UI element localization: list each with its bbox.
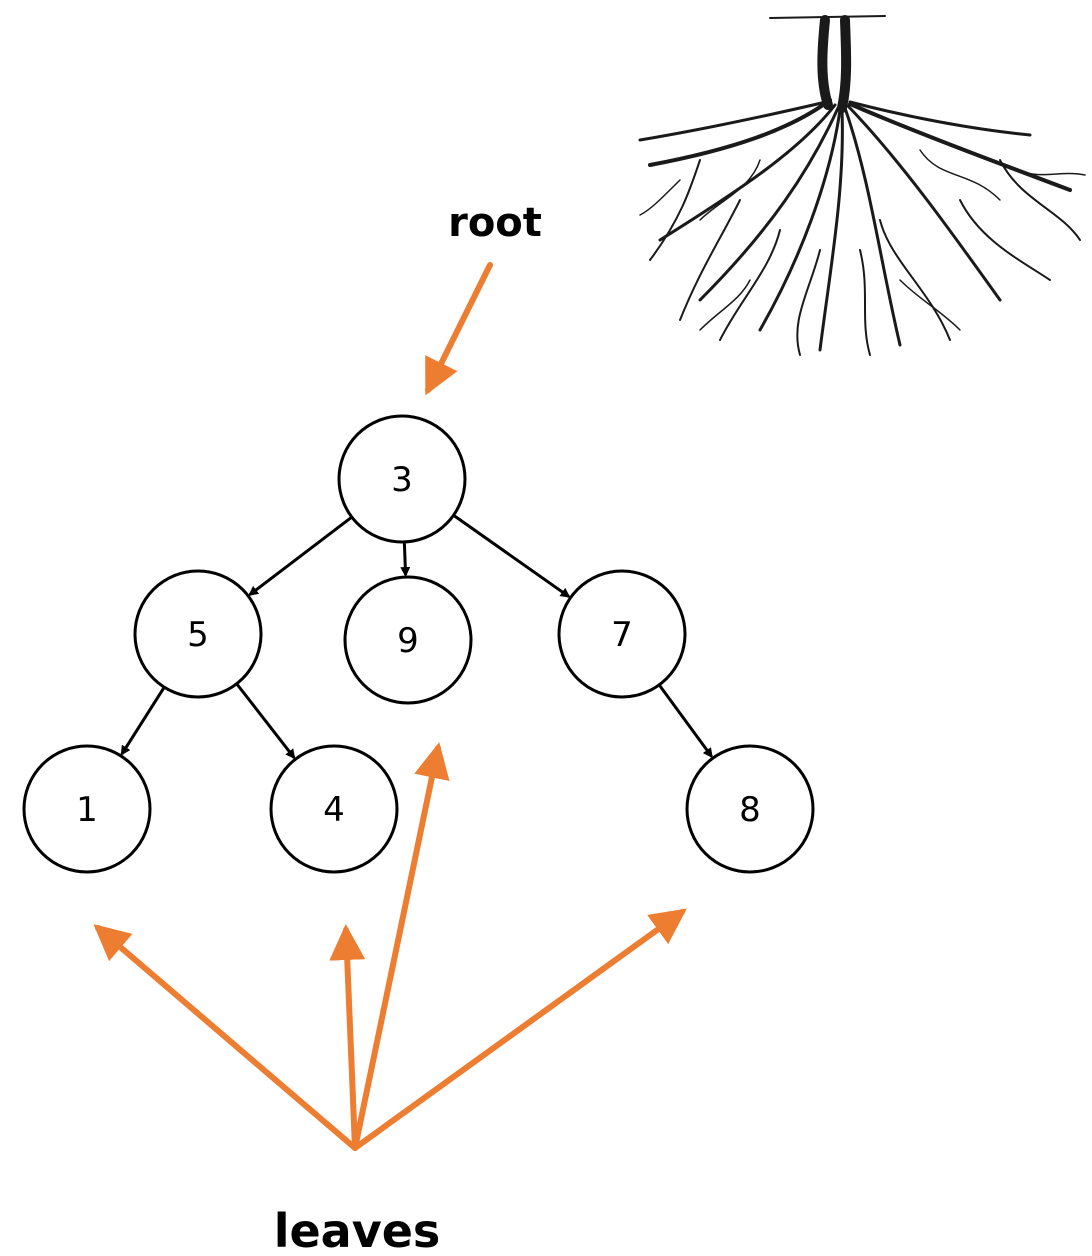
tree-edge-n7-n8 — [657, 683, 713, 759]
tree-node-circle — [269, 744, 399, 874]
tree-node-label: 8 — [739, 790, 761, 830]
leaves-caption: leaves — [274, 1204, 441, 1256]
leaf-pointer-arrow-8 — [352, 908, 687, 1151]
tree-node-circle — [133, 569, 263, 699]
tree-node-circle — [685, 744, 815, 874]
tree-edge-n5-n1 — [120, 686, 166, 756]
tree-node: 8 — [685, 744, 815, 874]
tree-node: 4 — [269, 744, 399, 874]
tree-node-circle — [557, 569, 687, 699]
tree-node-label: 1 — [76, 790, 98, 830]
tree-roots-illustration — [638, 15, 1086, 356]
leaf-pointer-arrow-4 — [329, 924, 366, 1151]
tree-node: 3 — [337, 414, 467, 544]
tree-node-circle — [337, 414, 467, 544]
tree-edge-n3-n9 — [400, 541, 411, 578]
tree-edge-n5-n4 — [235, 682, 296, 760]
tree-node: 7 — [557, 569, 687, 699]
tree-node: 1 — [22, 744, 152, 874]
tree-node-circle — [22, 744, 152, 874]
tree-node-label: 9 — [397, 621, 419, 661]
tree-node: 9 — [343, 575, 473, 705]
root-caption: root — [448, 200, 542, 246]
tree-node-label: 5 — [187, 615, 209, 655]
tree-node: 5 — [133, 569, 263, 699]
tree-node-label: 3 — [391, 460, 413, 500]
tree-edge-n3-n5 — [248, 515, 353, 596]
tree-edge-n3-n7 — [452, 514, 571, 598]
tree-node-circle — [343, 575, 473, 705]
tree-node-label: 7 — [611, 615, 633, 655]
leaf-pointer-arrow-1 — [93, 924, 358, 1151]
tree-node-label: 4 — [323, 790, 345, 830]
root-pointer-arrow — [425, 262, 493, 396]
leaf-pointer-arrow-9 — [352, 742, 450, 1151]
